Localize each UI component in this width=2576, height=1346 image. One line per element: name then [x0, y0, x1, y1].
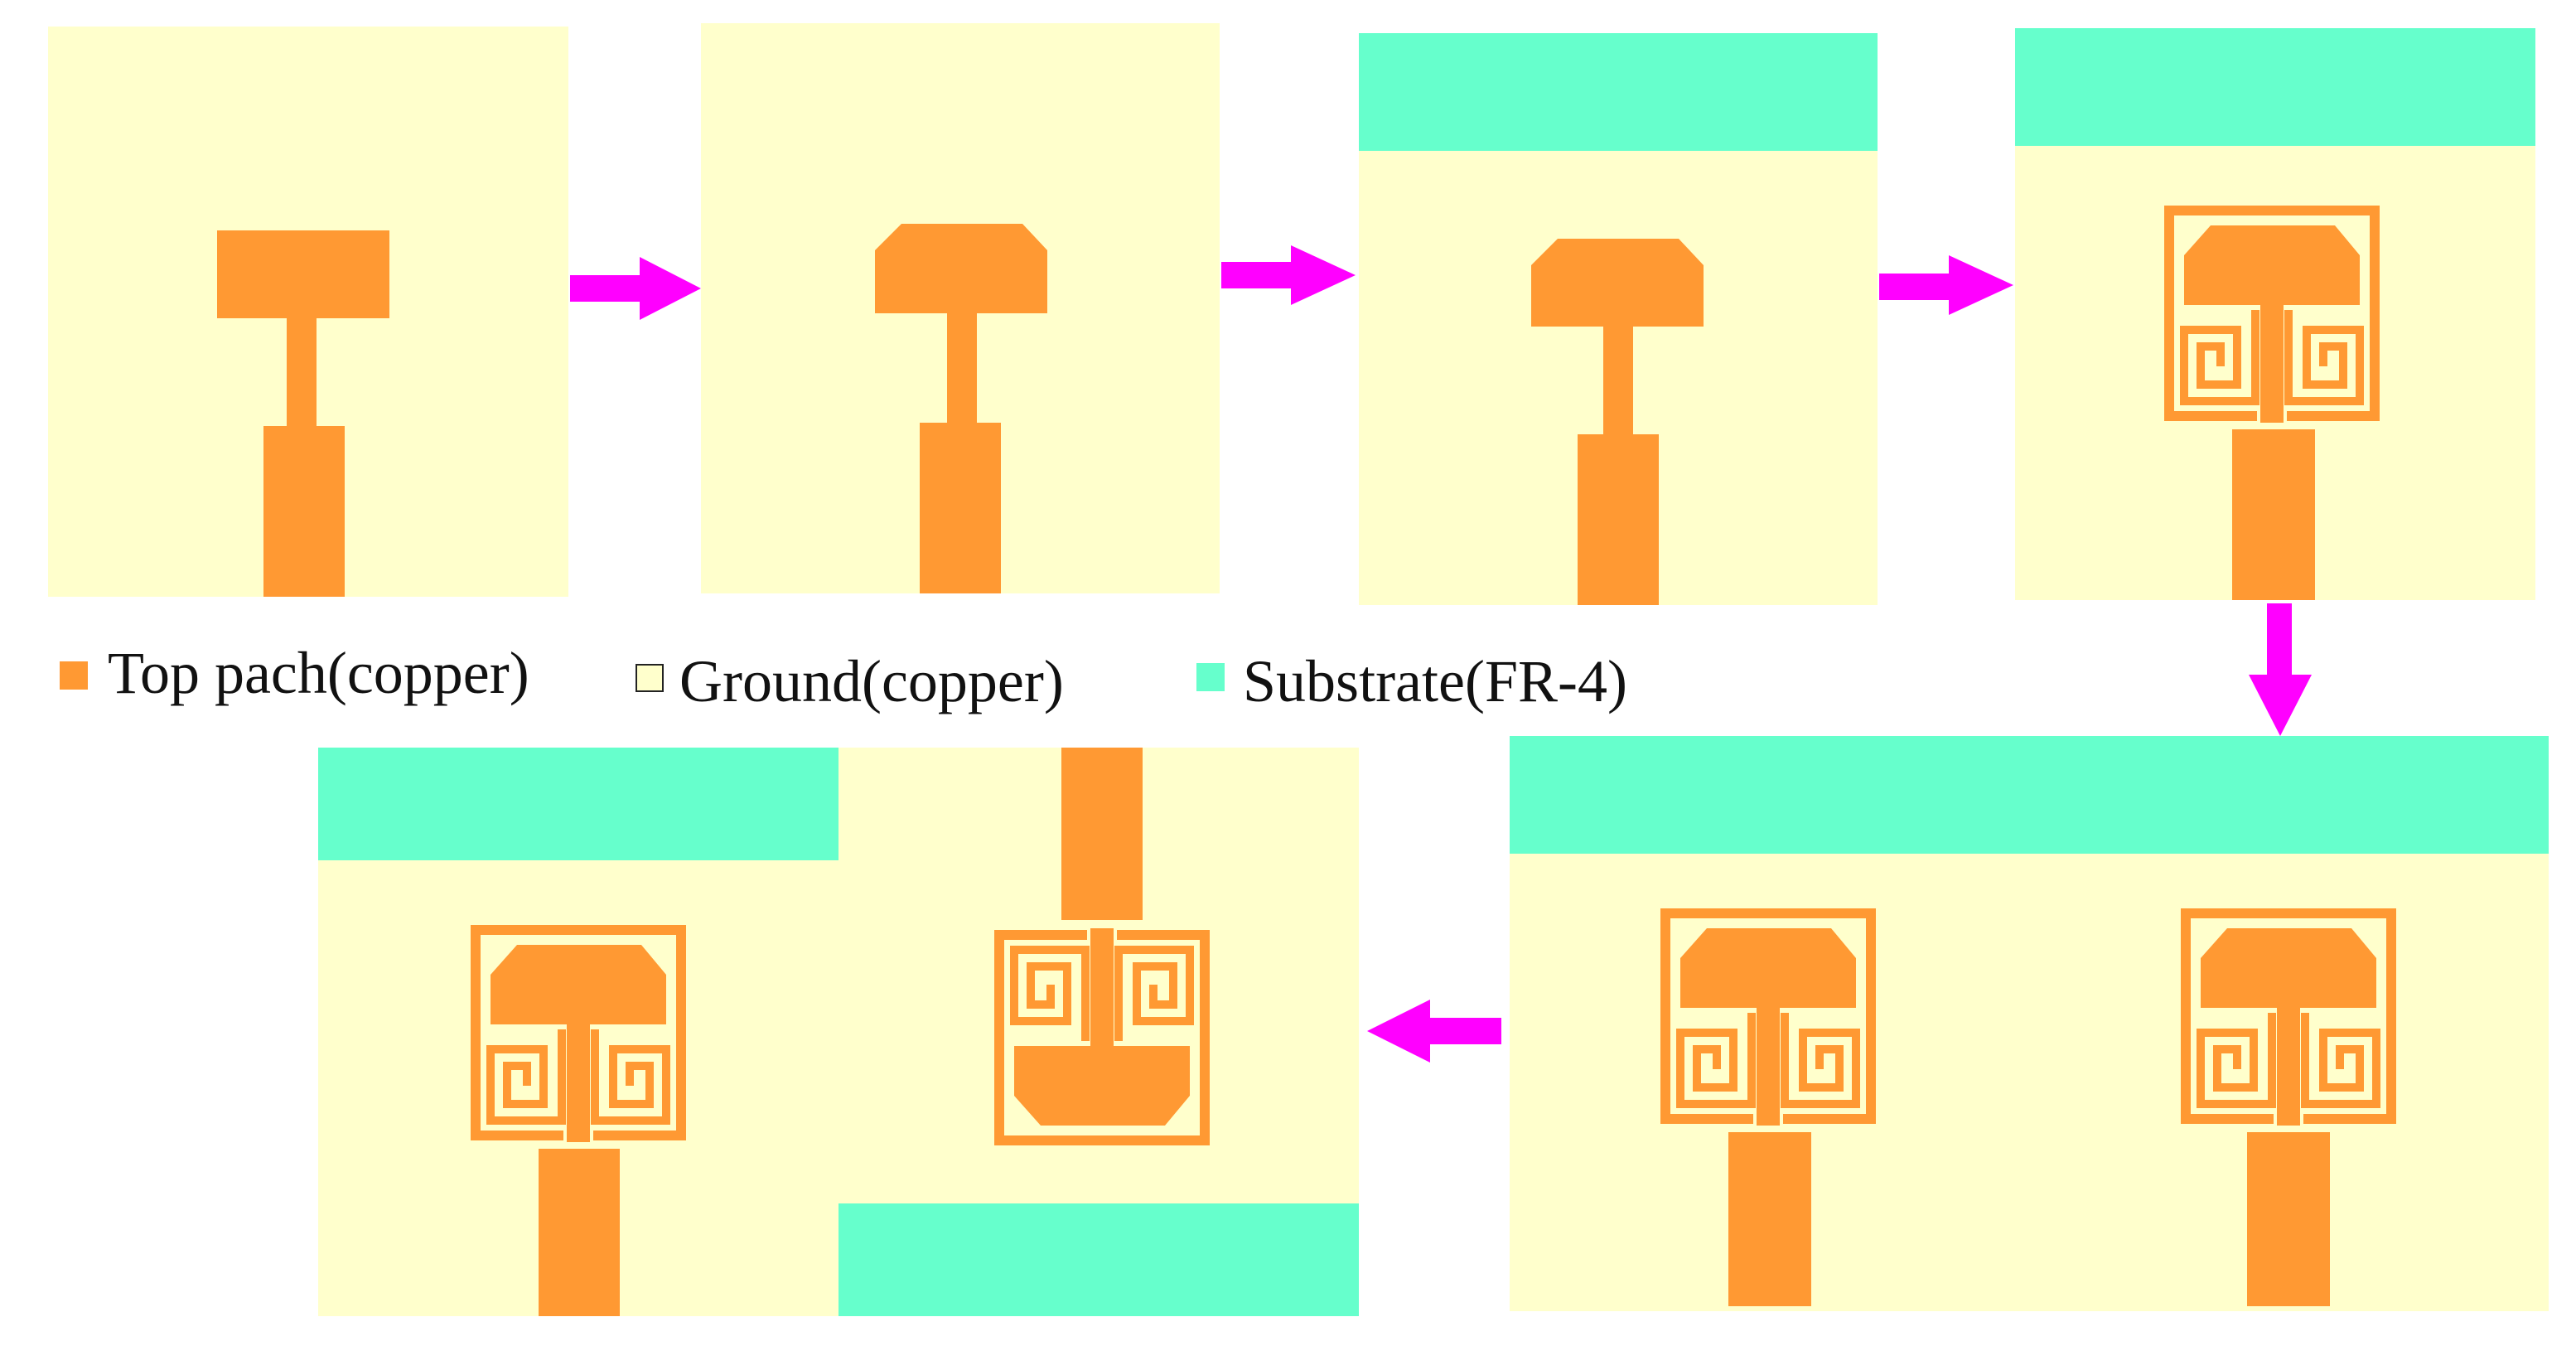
- feed-line-left: [539, 1149, 620, 1316]
- legend-swatch-substrate: [1196, 663, 1225, 691]
- substrate-region: [1359, 33, 1878, 151]
- legend-swatch-ground: [636, 664, 664, 692]
- step-4-spiral-ring: [2015, 28, 2535, 600]
- step-6-rotated-array: [318, 748, 1359, 1316]
- legend-label-substrate: Substrate(FR-4): [1243, 648, 1627, 714]
- legend-swatch-top-patch: [60, 661, 88, 690]
- feed-line-wide: [2232, 429, 2315, 600]
- substrate-region: [2015, 28, 2535, 146]
- feed-line-narrow: [287, 318, 317, 428]
- substrate-region-top-left: [318, 748, 839, 860]
- feed-line-right: [1061, 748, 1143, 920]
- chamfered-patch: [1531, 239, 1704, 327]
- legend: Top pach(copper) Ground(copper) Substrat…: [60, 640, 1627, 714]
- feed-line-wide: [920, 423, 1001, 593]
- step-5-two-element-array: [1510, 736, 2549, 1311]
- substrate-region: [1510, 736, 2549, 854]
- arrow-3-to-4: [1879, 255, 2013, 315]
- substrate-region-bottom-right: [839, 1203, 1359, 1316]
- legend-item-substrate: Substrate(FR-4): [1196, 648, 1627, 714]
- feed-line-left: [1728, 1132, 1811, 1306]
- arrow-2-to-3: [1221, 245, 1356, 305]
- feed-line-right: [2247, 1132, 2330, 1306]
- radiating-patch: [217, 230, 389, 318]
- legend-label-top-patch: Top pach(copper): [108, 640, 529, 706]
- feed-line-wide: [1578, 434, 1659, 605]
- legend-item-top-patch: Top pach(copper): [60, 640, 529, 706]
- feed-line-narrow: [1603, 327, 1633, 436]
- legend-label-ground: Ground(copper): [679, 648, 1064, 714]
- arrow-1-to-2: [570, 257, 701, 320]
- chamfered-patch: [875, 224, 1047, 313]
- step-2-chamfered-patch: [701, 23, 1220, 593]
- legend-item-ground: Ground(copper): [636, 648, 1064, 714]
- feed-line-narrow: [947, 313, 977, 424]
- feed-line-wide: [263, 426, 345, 597]
- step-3-partial-ground: [1359, 33, 1878, 605]
- step-1-rect-patch: [48, 27, 568, 597]
- arrow-5-to-6: [1367, 1000, 1501, 1063]
- arrow-4-to-5: [2249, 603, 2312, 736]
